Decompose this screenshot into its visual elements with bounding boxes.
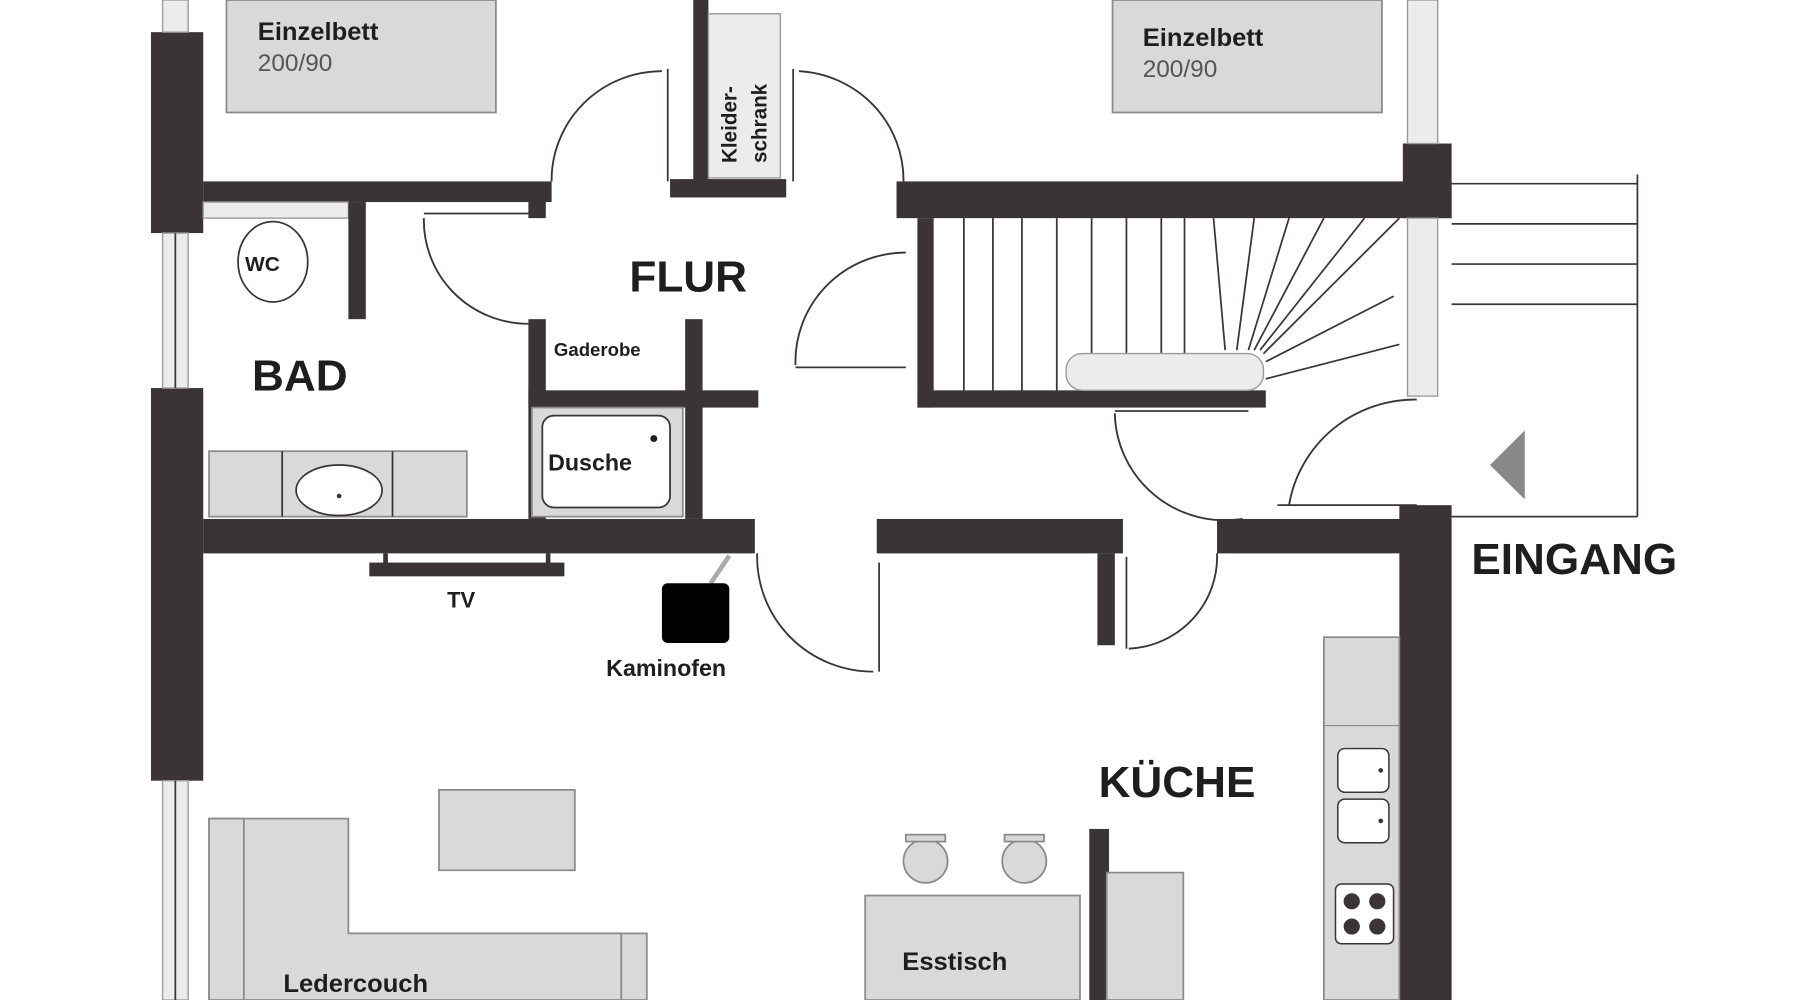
bed-left <box>225 0 497 114</box>
coffee-table <box>438 789 576 872</box>
kitchen-counter <box>1323 636 1401 1000</box>
bed-right-label: Einzelbett <box>1143 24 1264 52</box>
kaminofen <box>661 554 732 643</box>
wc-toilet <box>237 220 309 303</box>
wardrobe-label-2: schrank <box>748 83 771 163</box>
bed-right <box>1111 0 1383 114</box>
inner-walls <box>202 0 1452 1000</box>
tv <box>369 553 565 577</box>
kaminofen-label: Kaminofen <box>606 655 726 681</box>
bed-right-size: 200/90 <box>1143 56 1218 83</box>
ledercouch-label: Ledercouch <box>283 970 428 998</box>
wc-label: WC <box>245 253 280 276</box>
wardrobe-label-1: Kleider- <box>718 86 741 163</box>
esstisch-label: Esstisch <box>902 948 1007 976</box>
left-outer-wall <box>150 0 204 1000</box>
staircase <box>963 174 1639 518</box>
doors <box>422 68 1417 673</box>
room-label-kueche: KÜCHE <box>1099 758 1256 807</box>
esstisch <box>864 833 1081 1000</box>
shower <box>531 406 684 518</box>
bath-sink-counter <box>208 450 468 518</box>
entrance-arrow-icon <box>1489 430 1525 500</box>
dusche-label: Dusche <box>548 450 632 476</box>
kitchen-cabinet <box>1105 871 1185 1000</box>
stove-icon <box>1334 883 1395 945</box>
room-label-flur: FLUR <box>629 253 747 302</box>
bed-left-label: Einzelbett <box>258 18 379 46</box>
room-label-eingang: EINGANG <box>1471 535 1677 584</box>
bed-left-size: 200/90 <box>258 50 333 77</box>
room-label-bad: BAD <box>252 352 348 401</box>
wardrobe <box>707 13 782 179</box>
garderobe-label: Gaderobe <box>554 339 641 360</box>
tv-label: TV <box>447 587 476 612</box>
